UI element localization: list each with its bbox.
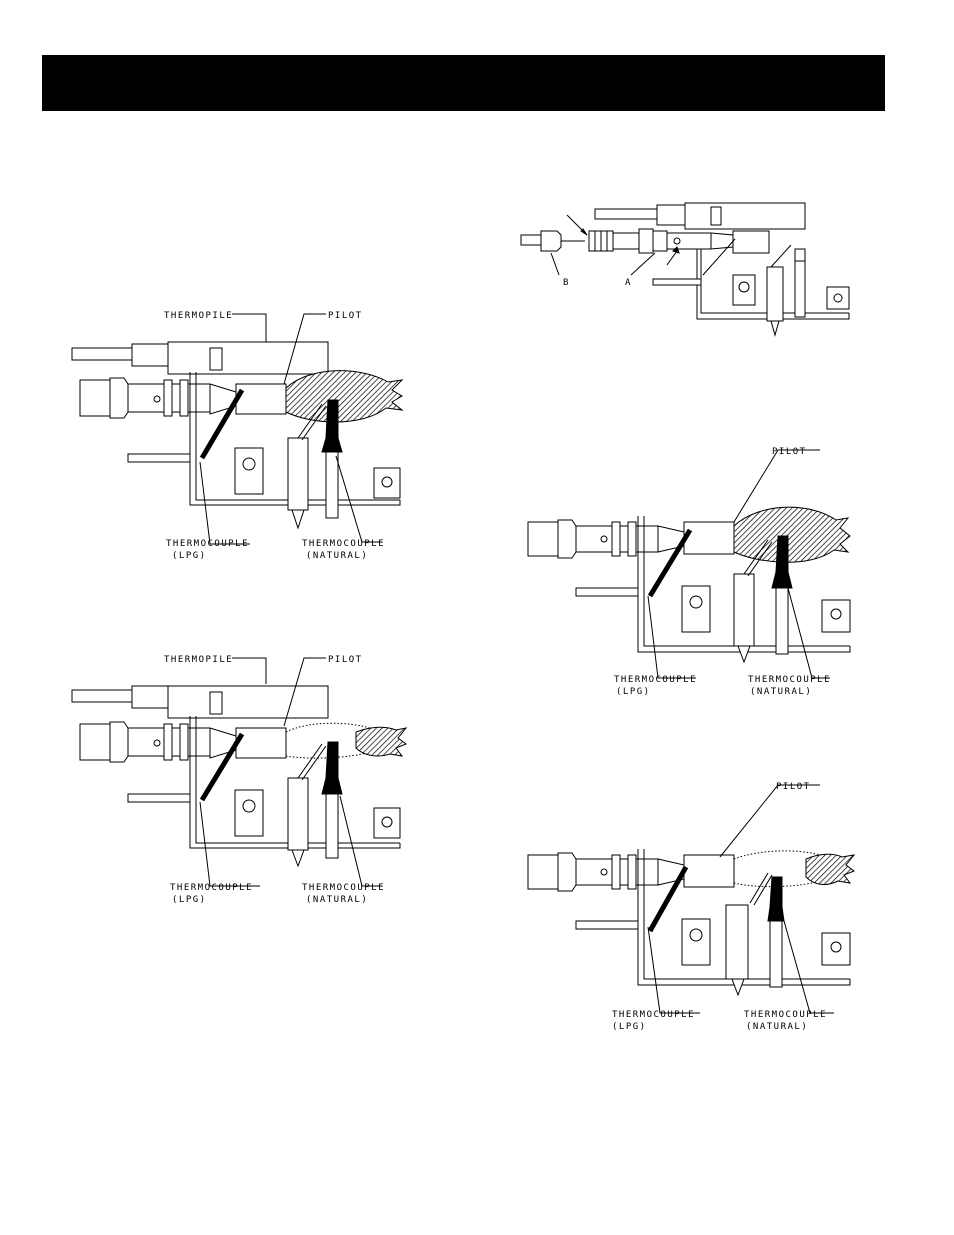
pilot-assembly-drawing: PILOT THERMOCOUPLE (LPG) THERMOCOUPLE (N… [527, 447, 851, 697]
pilot-flame-small [805, 853, 856, 885]
label-thermocouple-lpg: THERMOCOUPLE [166, 539, 249, 549]
label-thermocouple-natural: THERMOCOUPLE [748, 675, 831, 685]
label-pilot: PILOT [328, 311, 363, 321]
label-b: B [563, 278, 570, 288]
label-thermopile: THERMOPILE [164, 311, 233, 321]
label-thermopile: THERMOPILE [164, 655, 233, 665]
label-pilot: PILOT [776, 782, 811, 792]
pilot-flame [285, 370, 404, 423]
label-thermocouple-natural-sub: (NATURAL) [746, 1022, 808, 1032]
label-thermocouple-lpg: THERMOCOUPLE [612, 1010, 695, 1020]
pilot-flame [733, 506, 851, 563]
pilot-diagram-thermopile-full-flame: THERMOPILE PILOT THERMOCOUPLE (LPG) THER… [60, 300, 420, 570]
label-thermocouple-lpg: THERMOCOUPLE [170, 883, 253, 893]
pilot-diagram-orifice-detail: B A [515, 195, 865, 345]
label-thermocouple-lpg: THERMOCOUPLE [614, 675, 697, 685]
label-a: A [625, 278, 632, 288]
label-thermocouple-natural: THERMOCOUPLE [302, 883, 385, 893]
label-pilot: PILOT [772, 447, 807, 457]
pilot-diagram-small-flame: PILOT THERMOCOUPLE (LPG) THERMOCOUPLE (N… [520, 775, 870, 1045]
pilot-diagram-thermopile-small-flame: THERMOPILE PILOT THERMOCOUPLE (LPG) THER… [60, 648, 420, 908]
label-thermocouple-natural: THERMOCOUPLE [744, 1010, 827, 1020]
pilot-assembly-drawing: PILOT THERMOCOUPLE (LPG) THERMOCOUPLE (N… [527, 782, 856, 1032]
label-thermocouple-lpg-sub: (LPG) [616, 687, 651, 697]
header-bar [42, 55, 885, 111]
label-thermocouple-lpg-sub: (LPG) [612, 1022, 647, 1032]
label-thermocouple-natural: THERMOCOUPLE [302, 539, 385, 549]
label-thermocouple-lpg-sub: (LPG) [172, 895, 207, 905]
label-thermocouple-natural-sub: (NATURAL) [306, 895, 368, 905]
label-thermocouple-lpg-sub: (LPG) [172, 551, 207, 561]
pilot-diagram-full-flame: PILOT THERMOCOUPLE (LPG) THERMOCOUPLE (N… [520, 440, 870, 710]
pilot-flame-small [355, 726, 408, 757]
pilot-assembly-drawing: B A [520, 202, 850, 337]
label-pilot: PILOT [328, 655, 363, 665]
pilot-assembly-drawing: THERMOPILE PILOT THERMOCOUPLE (LPG) THER… [71, 655, 408, 905]
label-thermocouple-natural-sub: (NATURAL) [750, 687, 812, 697]
label-thermocouple-natural-sub: (NATURAL) [306, 551, 368, 561]
pilot-assembly-drawing: THERMOPILE PILOT THERMOCOUPLE (LPG) THER… [71, 311, 404, 561]
